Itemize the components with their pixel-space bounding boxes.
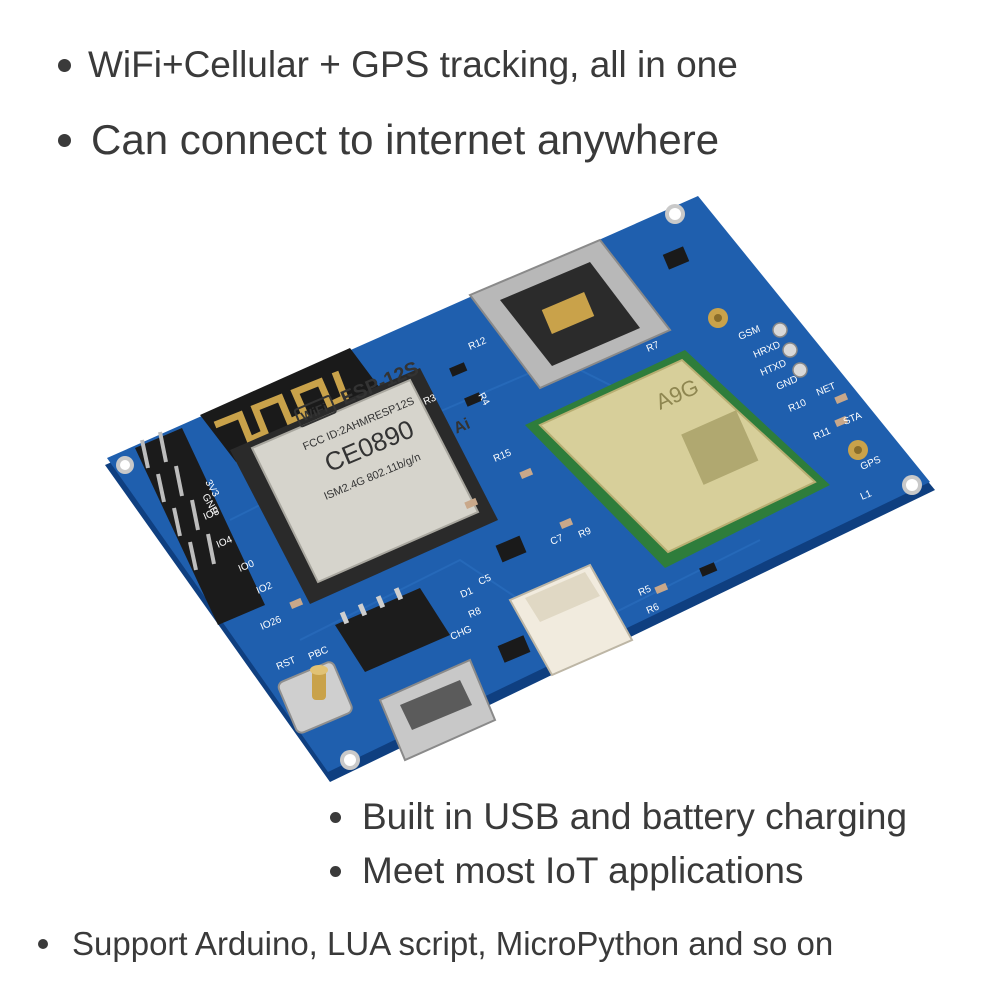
smd-components [449, 246, 718, 663]
uart-pads [772, 322, 808, 378]
micro-usb-opening [400, 680, 472, 730]
feature-bullet-iot-applications: Meet most IoT applications [330, 850, 803, 892]
feature-text: Can connect to internet anywhere [91, 116, 720, 163]
flash-chip [335, 588, 450, 672]
bullet-dot-icon [38, 939, 48, 949]
gsm-antenna-connector [708, 308, 728, 328]
qr-code-pattern [681, 410, 759, 485]
bullet-dot-icon [58, 133, 71, 147]
label-r5: R5 [637, 583, 653, 598]
flash-chip-pins [339, 587, 404, 625]
wifi-antenna-trace [213, 370, 350, 445]
battery-connector-opening [525, 572, 600, 622]
wifi-module-shield [250, 378, 480, 584]
bullet-dot-icon [330, 865, 341, 877]
label-c7: C7 [549, 532, 565, 547]
label-r6: R6 [645, 601, 661, 616]
smd-passives [289, 392, 849, 610]
bullet-dot-icon [330, 811, 341, 823]
sim-contact-pads [541, 292, 595, 334]
label-c5: C5 [477, 572, 493, 587]
bullet-dot-icon [58, 58, 71, 72]
label-d1: D1 [459, 585, 475, 600]
ai-logo: Ai [451, 416, 472, 438]
pcb-board [107, 196, 930, 772]
feature-text: Meet most IoT applications [362, 850, 804, 891]
feature-bullet-software-support: Support Arduino, LUA script, MicroPython… [38, 925, 833, 963]
label-r7: R7 [645, 339, 661, 354]
label-l1: L1 [859, 488, 874, 503]
feature-bullet-wifi-cellular-gps: WiFi+Cellular + GPS tracking, all in one [58, 44, 738, 86]
header-pins [135, 428, 265, 625]
feature-bullet-internet-anywhere: Can connect to internet anywhere [58, 116, 719, 164]
cellular-module-shield [538, 358, 817, 554]
feature-text: WiFi+Cellular + GPS tracking, all in one [88, 44, 738, 85]
label-r9: R9 [577, 525, 593, 540]
feature-bullet-usb-charging: Built in USB and battery charging [330, 796, 907, 838]
feature-text: Built in USB and battery charging [362, 796, 908, 837]
gps-antenna-connector [848, 440, 868, 460]
label-r8: R8 [467, 605, 483, 620]
feature-text: Support Arduino, LUA script, MicroPython… [72, 925, 834, 962]
label-r3: R3 [422, 392, 438, 407]
reset-button-stem [312, 670, 326, 700]
mounting-holes [116, 204, 922, 770]
